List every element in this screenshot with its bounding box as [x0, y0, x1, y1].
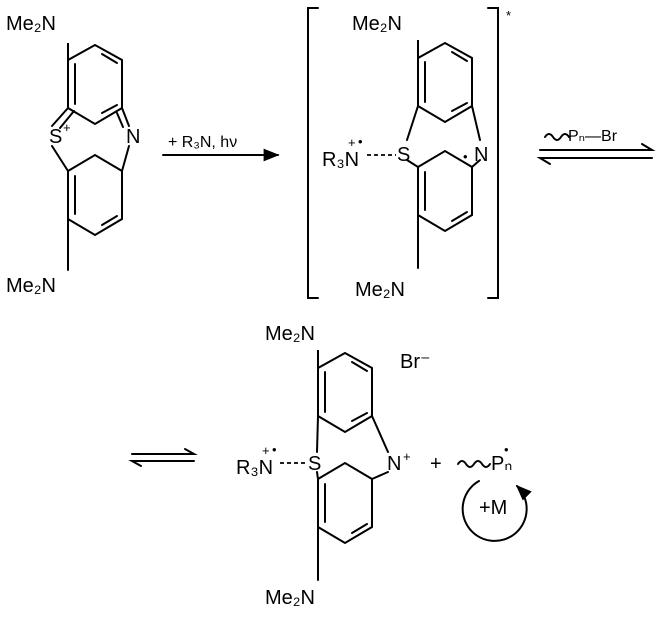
product-radical-dot: •	[504, 442, 509, 457]
reactant-molecule: Me₂N Me₂N S + N	[6, 13, 140, 297]
complex-nitrogen-radical-dot: •	[463, 149, 468, 164]
product-complex: Me₂N Me₂N Br⁻ R₃N + • S N + + Pₙ • +M	[236, 323, 532, 609]
complex-top-nme2: Me₂N	[352, 13, 402, 35]
excited-mark: *	[506, 8, 511, 23]
product-amine-charge: +	[262, 443, 270, 458]
product-sulfur: S	[308, 453, 321, 475]
step2-equilibrium-arrows: Pₙ—Br	[536, 128, 656, 165]
complex-amine-charge: +	[348, 135, 356, 150]
excited-complex: * Me₂N Me₂N R₃N + • S • N	[307, 7, 511, 301]
complex-sulfur: S	[397, 144, 410, 166]
product-counterion: Br⁻	[400, 351, 431, 373]
step1-arrow: + R₃N, hν	[162, 134, 280, 162]
product-bottom-nme2: Me₂N	[265, 587, 315, 609]
product-radical: Pₙ	[491, 453, 512, 475]
equilibrium-arrows-lower	[128, 448, 198, 467]
step1-conditions: + R₃N, hν	[168, 134, 237, 151]
product-nitrogen-charge: +	[403, 449, 411, 464]
complex-nitrogen: N	[474, 144, 488, 166]
reactant-sulfur-charge: +	[63, 120, 71, 135]
product-plus-sign: +	[430, 453, 442, 475]
product-nitrogen: N	[387, 453, 401, 475]
complex-amine: R₃N	[322, 149, 359, 171]
complex-amine-radical-dot: •	[358, 134, 363, 149]
reactant-sulfur: S	[49, 126, 62, 148]
step2-reagent: Pₙ—Br	[568, 128, 618, 145]
product-propagation: +M	[479, 497, 507, 519]
complex-bottom-nme2: Me₂N	[355, 279, 405, 301]
reactant-nitrogen: N	[126, 126, 140, 148]
reactant-bottom-nme2: Me₂N	[6, 275, 56, 297]
reactant-top-nme2: Me₂N	[6, 13, 56, 35]
product-top-nme2: Me₂N	[265, 323, 315, 345]
product-amine-radical-dot: •	[272, 442, 277, 457]
product-amine: R₃N	[236, 457, 273, 479]
